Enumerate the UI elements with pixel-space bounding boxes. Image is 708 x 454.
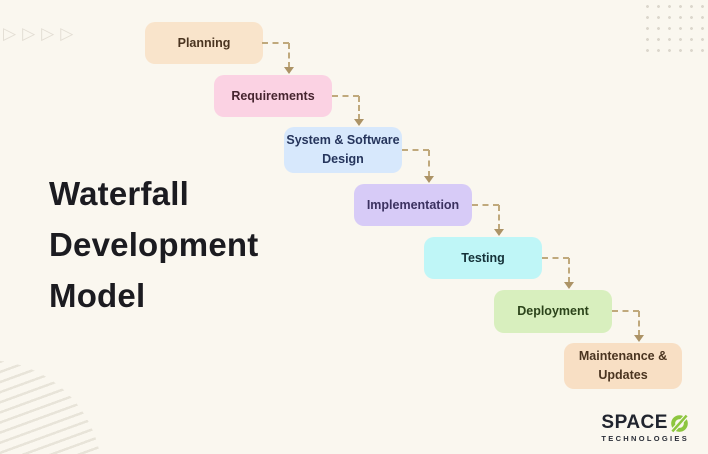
step-requirements: Requirements — [214, 75, 332, 117]
page-title: Waterfall Development Model — [49, 168, 258, 321]
step-system-software-design: System & Software Design — [284, 127, 402, 173]
slashed-o-leaf-icon — [669, 413, 689, 433]
striped-circle-decoration — [0, 360, 102, 454]
chevron-triangles-decoration: ▷▷▷▷ — [3, 24, 80, 43]
title-line-2: Development — [49, 226, 259, 263]
title-line-3: Model — [49, 277, 146, 314]
step-planning: Planning — [145, 22, 263, 64]
step-testing: Testing — [424, 237, 542, 279]
step-maintenance-updates: Maintenance & Updates — [564, 343, 682, 389]
logo-subtext: TECHNOLOGIES — [601, 434, 689, 443]
space-technologies-logo: SPACE TECHNOLOGIES — [601, 413, 689, 443]
logo-brand-text: SPACE — [601, 412, 668, 433]
step-deployment: Deployment — [494, 290, 612, 333]
dot-grid-decoration — [642, 1, 708, 57]
step-implementation: Implementation — [354, 184, 472, 226]
title-line-1: Waterfall — [49, 175, 189, 212]
